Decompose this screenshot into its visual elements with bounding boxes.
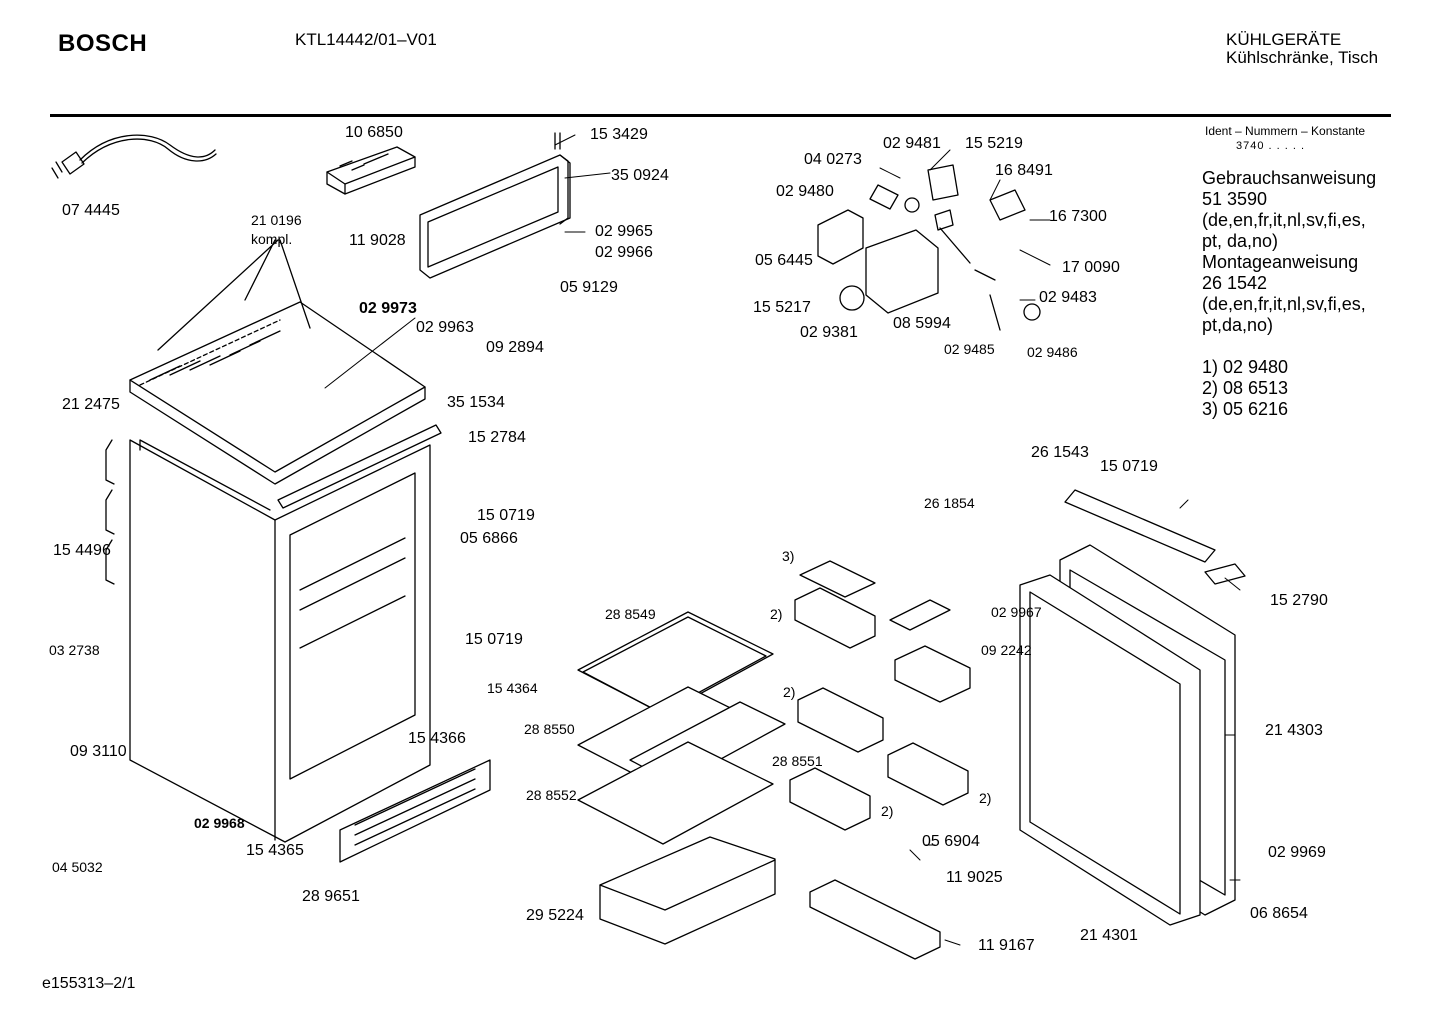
part-label: 02 9969 [1268, 844, 1326, 861]
part-label: 05 6904 [922, 833, 980, 850]
part-label: 02 9381 [800, 324, 858, 341]
header-divider [50, 114, 1391, 117]
refrigerator-door-drawing [1019, 544, 1236, 926]
category-title: KÜHLGERÄTE [1226, 30, 1342, 49]
part-label: 05 6445 [755, 252, 813, 269]
part-label: 15 0719 [465, 631, 523, 648]
part-label-bold: 02 9968 [194, 815, 245, 831]
part-label: 05 6866 [460, 530, 518, 547]
part-label: 03 2738 [49, 642, 100, 658]
doc-line: (de,en,fr,it,nl,sv,fi,es, [1202, 294, 1366, 314]
part-label: 35 0924 [611, 167, 669, 184]
part-label: 02 9963 [416, 319, 474, 336]
footnote-ref: 2) [783, 684, 796, 700]
part-label: 07 4445 [62, 202, 120, 219]
part-label: 21 2475 [62, 396, 120, 413]
door-trim-drawing [1064, 489, 1246, 585]
part-label: 15 4366 [408, 730, 466, 747]
crisper-drawer-drawing [599, 836, 776, 945]
part-label: 28 8550 [524, 721, 575, 737]
part-label: 05 9129 [560, 279, 618, 296]
part-label: 28 9651 [302, 888, 360, 905]
part-label: 11 9167 [978, 937, 1035, 954]
part-label: 21 0196 [251, 212, 302, 228]
footnote-ref: 2) [770, 606, 783, 622]
freezer-door-drawing [419, 132, 571, 279]
control-unit-drawing [817, 164, 1041, 331]
part-label: 09 2894 [486, 339, 544, 356]
part-label: 15 0719 [1100, 458, 1158, 475]
part-label: 21 4303 [1265, 722, 1323, 739]
part-label: 15 2790 [1270, 592, 1328, 609]
part-label: 17 0090 [1062, 259, 1120, 276]
part-label: 02 9480 [776, 183, 834, 200]
part-label: 15 3429 [590, 126, 648, 143]
part-label: 09 2242 [981, 642, 1032, 658]
part-label: 28 8549 [605, 606, 656, 622]
model-number: KTL14442/01–V01 [295, 30, 437, 49]
part-label: 21 4301 [1080, 927, 1138, 944]
part-label: 02 9483 [1039, 289, 1097, 306]
part-label: 04 5032 [52, 859, 103, 875]
leader-lines [324, 134, 1241, 946]
part-label: 02 9486 [1027, 344, 1078, 360]
doc-line: (de,en,fr,it,nl,sv,fi,es, [1202, 210, 1366, 230]
part-label: 02 9967 [991, 604, 1042, 620]
part-label: 02 9481 [883, 135, 941, 152]
part-label: 15 2784 [468, 429, 526, 446]
part-label: 15 0719 [477, 507, 535, 524]
part-label: 02 9485 [944, 341, 995, 357]
top-panel-drawing [129, 239, 426, 485]
part-label: 16 8491 [995, 162, 1053, 179]
footnote-ref: 3) [782, 548, 795, 564]
part-label: 15 5219 [965, 135, 1023, 152]
category-subtitle: Kühlschränke, Tisch [1226, 48, 1379, 67]
part-label: 15 4496 [53, 542, 111, 559]
brand-logo: BOSCH [58, 30, 148, 57]
footnote-line: 1) 02 9480 [1202, 357, 1289, 377]
part-label: 09 3110 [70, 743, 127, 760]
doc-line: 51 3590 [1202, 189, 1268, 209]
doc-line: Gebrauchsanweisung [1202, 168, 1377, 188]
part-label: 15 5217 [753, 299, 811, 316]
part-label: 08 5994 [893, 315, 951, 332]
part-label: 28 8552 [526, 787, 577, 803]
cabinet-body-drawing [105, 439, 431, 843]
part-label: 28 8551 [772, 753, 823, 769]
ice-tray-drawing [326, 146, 416, 195]
part-label: 16 7300 [1049, 208, 1107, 225]
part-label: 35 1534 [447, 394, 505, 411]
doc-line: pt, da,no) [1202, 231, 1279, 251]
part-label: 15 4365 [246, 842, 304, 859]
part-label: 29 5224 [526, 907, 584, 924]
doc-line: 26 1542 [1202, 273, 1268, 293]
part-label: 11 9028 [349, 232, 406, 249]
doc-line: Montageanweisung [1202, 252, 1359, 272]
part-label: 02 9966 [595, 244, 653, 261]
part-label: 02 9965 [595, 223, 653, 240]
doc-line: pt,da,no) [1202, 315, 1274, 335]
footnote-ref: 2) [881, 803, 894, 819]
door-bins-drawing [789, 560, 971, 960]
part-label: 11 9025 [946, 869, 1003, 886]
document-id: e155313–2/1 [42, 975, 136, 992]
part-label-bold: 02 9973 [359, 300, 417, 317]
part-label: kompl. [251, 231, 293, 247]
footnote-line: 2) 08 6513 [1202, 378, 1289, 398]
plinth-grille-drawing [339, 759, 491, 863]
glass-shelves-drawing [577, 611, 786, 845]
mounting-rail-drawing [277, 424, 442, 509]
part-label: 26 1543 [1031, 444, 1089, 461]
ident-heading: Ident – Nummern – Konstante [1205, 124, 1366, 138]
power-cord-drawing [51, 134, 217, 179]
part-label: 15 4364 [487, 680, 538, 696]
part-label: 04 0273 [804, 151, 862, 168]
part-label: 06 8654 [1250, 905, 1308, 922]
part-label: 10 6850 [345, 124, 403, 141]
footnote-line: 3) 05 6216 [1202, 399, 1289, 419]
footnote-ref: 2) [979, 790, 992, 806]
ident-constant: 3740 . . . . . [1236, 140, 1306, 152]
part-label: 26 1854 [924, 495, 975, 511]
